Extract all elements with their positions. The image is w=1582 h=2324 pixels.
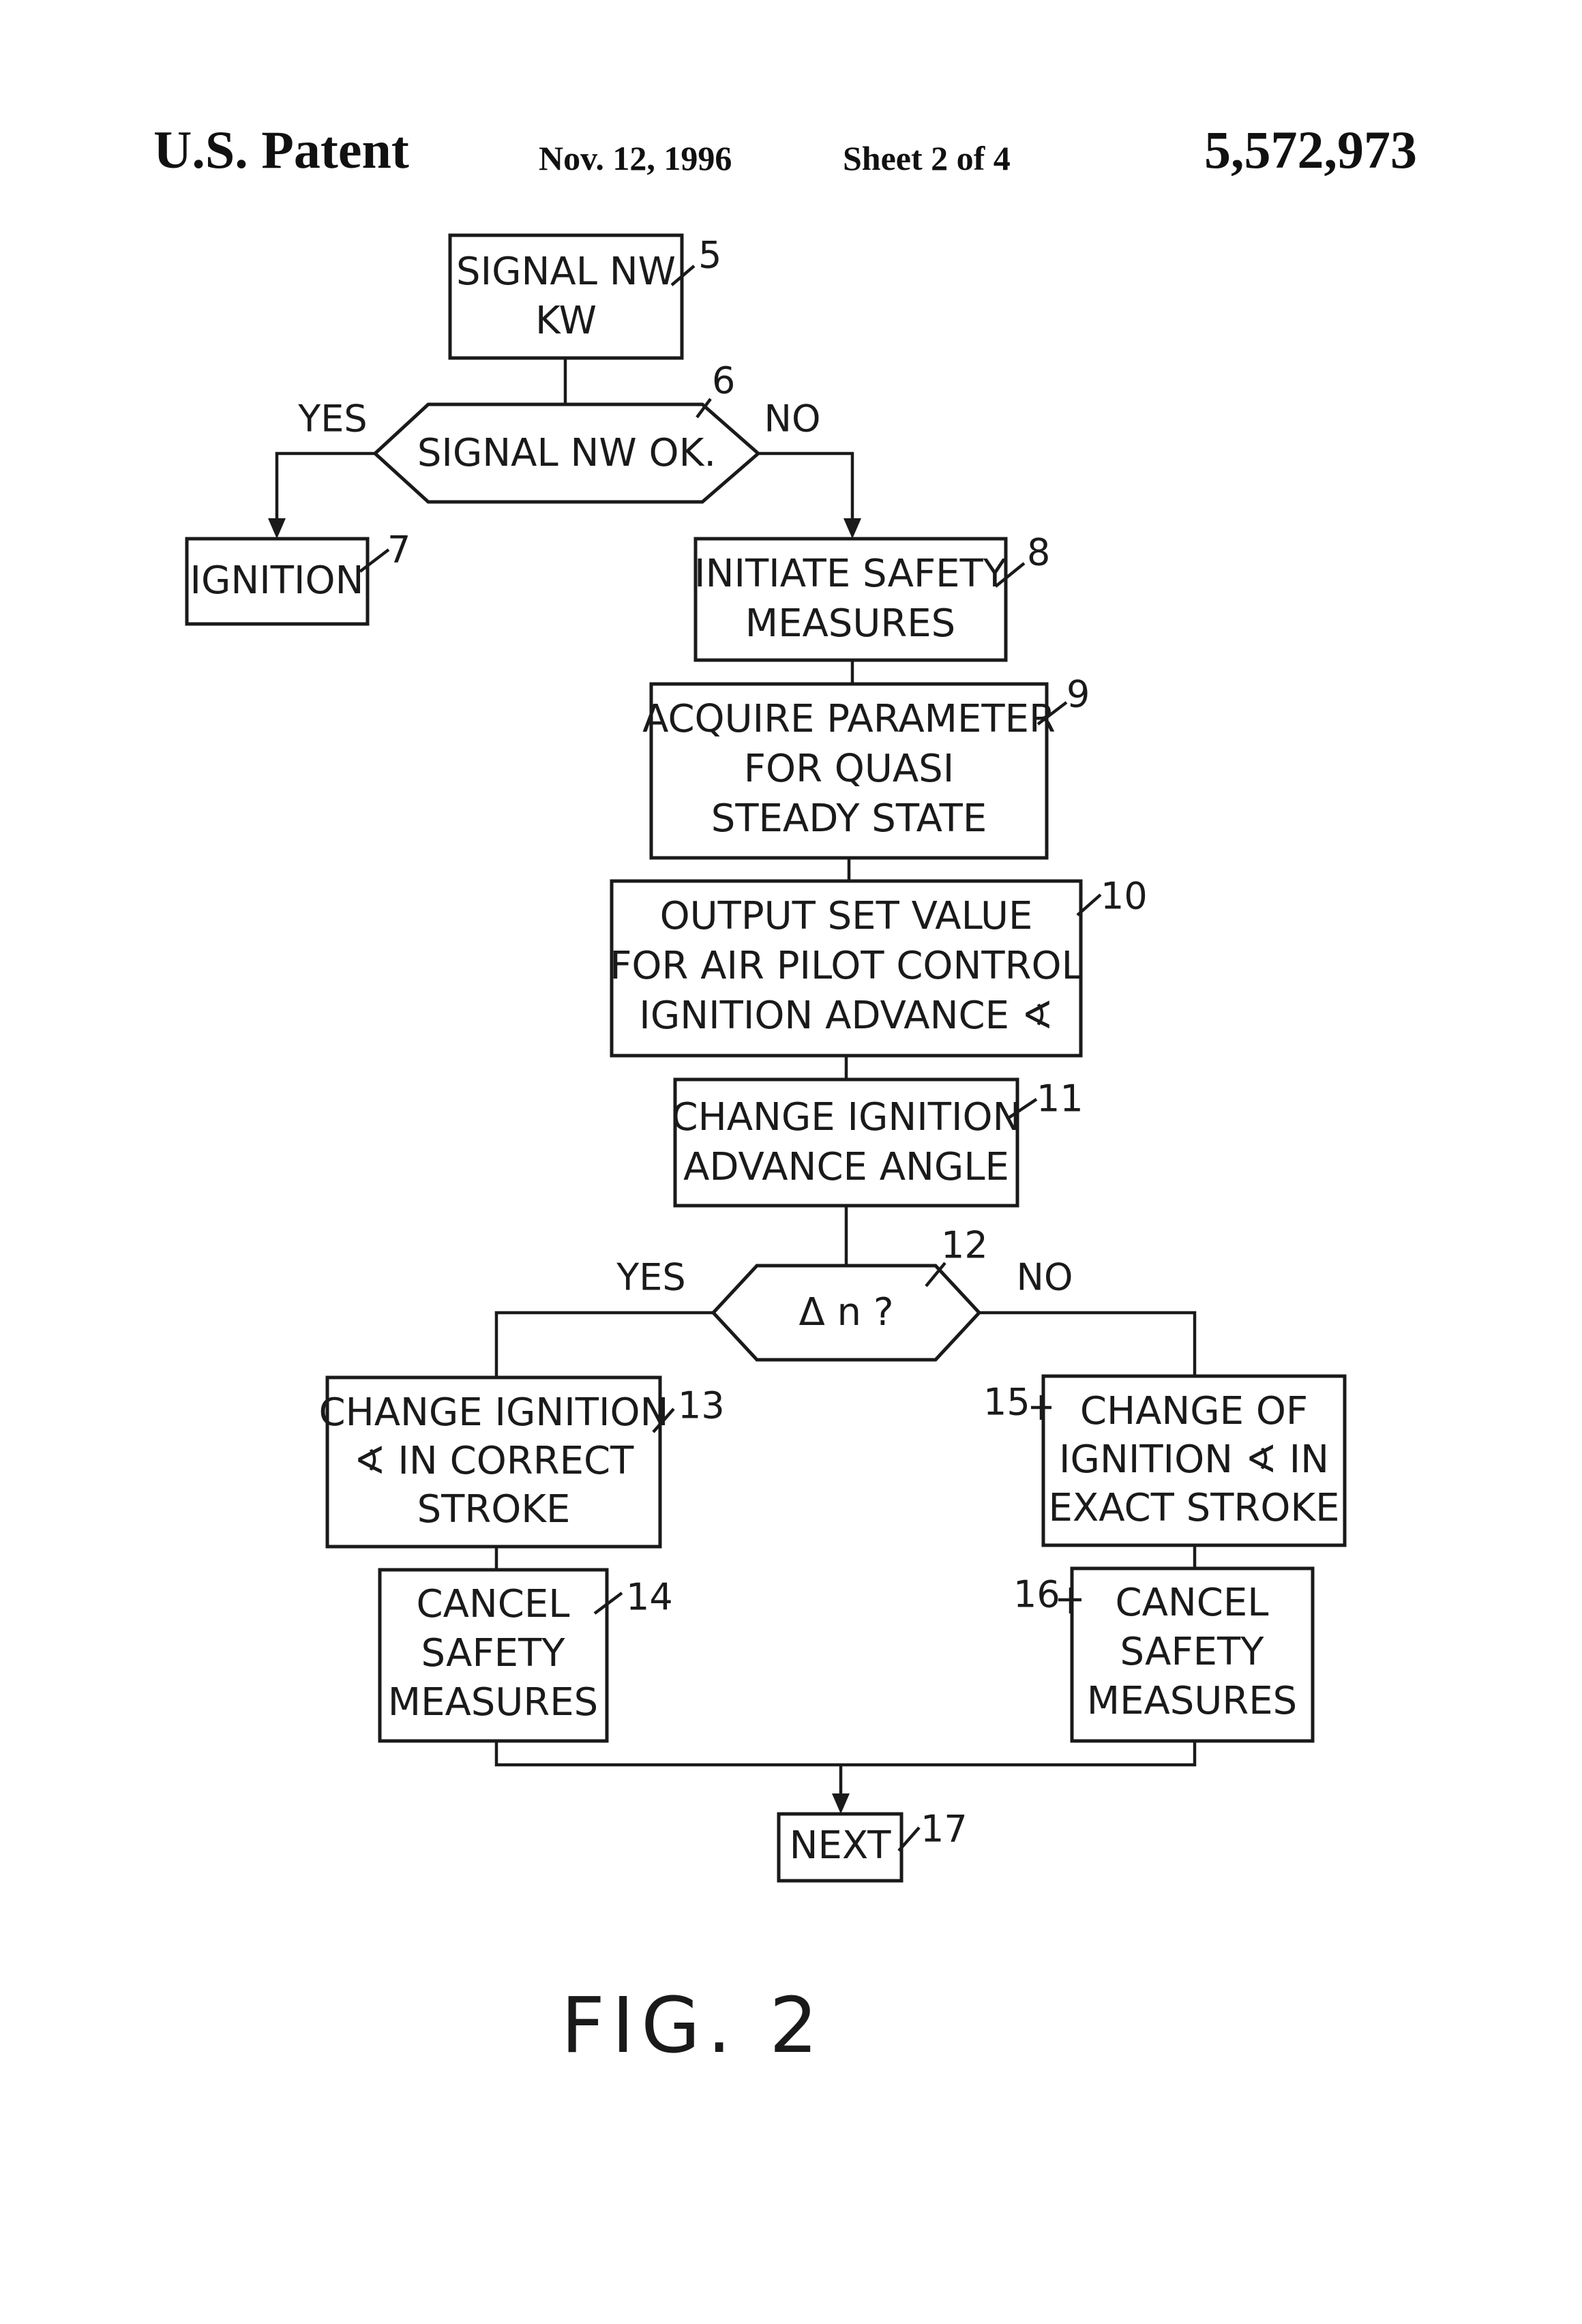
box-9-line-2: FOR QUASI	[744, 747, 954, 791]
box-5-signal-nw-kw: SIGNAL NW KW 5	[450, 234, 721, 358]
box-10-line-2: FOR AIR PILOT CONTROL	[610, 944, 1083, 988]
ref-14: 14	[626, 1576, 673, 1619]
box-14-line-2: SAFETY	[421, 1631, 566, 1675]
box-8-line-2: MEASURES	[745, 601, 955, 646]
decision-12-label: Δ n ?	[799, 1290, 893, 1335]
box-8-line-1: INITIATE SAFETY	[694, 552, 1007, 596]
box-13-line-1: CHANGE IGNITION	[319, 1390, 669, 1435]
ref-6: 6	[712, 359, 735, 402]
box-13-line-3: STROKE	[417, 1487, 571, 1532]
box-5-line-2: KW	[535, 299, 597, 343]
ref-15: 15	[983, 1381, 1030, 1424]
ref-8: 8	[1027, 531, 1050, 574]
box-7-ignition: IGNITION 7	[187, 528, 411, 624]
connector-6-7	[277, 453, 375, 520]
box-16-cancel-safety-measures: CANCEL SAFETY MEASURES 16	[1013, 1568, 1313, 1741]
arrow-6-7	[268, 518, 286, 539]
decision-12-no-label: NO	[1017, 1256, 1073, 1299]
box-10-line-1: OUTPUT SET VALUE	[660, 894, 1033, 938]
box-10-output-set-value: OUTPUT SET VALUE FOR AIR PILOT CONTROL I…	[610, 875, 1148, 1056]
box-16-line-3: MEASURES	[1087, 1679, 1297, 1723]
box-15-line-2: IGNITION ∢ IN	[1059, 1437, 1329, 1482]
box-14-line-1: CANCEL	[417, 1582, 570, 1626]
connector-merge	[496, 1741, 1195, 1765]
ref-11: 11	[1036, 1077, 1084, 1120]
box-14-line-3: MEASURES	[388, 1680, 598, 1725]
ref-10: 10	[1101, 875, 1148, 918]
box-11-line-1: CHANGE IGNITION	[672, 1095, 1021, 1139]
connector-6-8	[758, 453, 852, 520]
box-13-line-2: ∢ IN CORRECT	[354, 1439, 634, 1483]
box-15-line-3: EXACT STROKE	[1048, 1486, 1339, 1530]
box-14-cancel-safety-measures: CANCEL SAFETY MEASURES 14	[380, 1570, 673, 1741]
box-16-line-2: SAFETY	[1120, 1630, 1265, 1674]
decision-6-label: SIGNAL NW OK.	[417, 431, 716, 475]
ref-13: 13	[678, 1384, 725, 1427]
decision-12-delta-n: Δ n ? 12 YES NO	[616, 1224, 1073, 1360]
decision-6-signal-nw-ok: SIGNAL NW OK. 6 YES NO	[297, 359, 820, 502]
box-9-line-3: STEADY STATE	[711, 796, 987, 841]
box-15-line-1: CHANGE OF	[1080, 1389, 1308, 1433]
decision-12-yes-label: YES	[616, 1256, 685, 1299]
arrow-6-8	[844, 518, 861, 539]
box-17-line-1: NEXT	[790, 1823, 892, 1868]
ref-16: 16	[1013, 1573, 1060, 1616]
ref-12: 12	[941, 1224, 988, 1267]
box-5-line-1: SIGNAL NW	[456, 250, 676, 294]
ref-9: 9	[1066, 673, 1090, 716]
box-9-acquire-parameter: ACQUIRE PARAMETER FOR QUASI STEADY STATE…	[642, 673, 1090, 858]
box-15-change-of-ignition-exact-stroke: CHANGE OF IGNITION ∢ IN EXACT STROKE 15	[983, 1376, 1345, 1545]
ref-5: 5	[698, 234, 721, 277]
box-9-line-1: ACQUIRE PARAMETER	[642, 697, 1056, 741]
decision-6-yes-label: YES	[297, 398, 367, 441]
box-16-line-1: CANCEL	[1116, 1581, 1269, 1625]
box-17-next: NEXT 17	[779, 1808, 968, 1881]
box-10-line-3: IGNITION ADVANCE ∢	[639, 994, 1053, 1038]
connector-12-13	[496, 1313, 713, 1377]
ref-7: 7	[387, 528, 411, 571]
box-8-initiate-safety-measures: INITIATE SAFETY MEASURES 8	[694, 531, 1050, 660]
figure-label: FIG. 2	[561, 1982, 825, 2070]
arrow-merge-17	[832, 1793, 850, 1814]
box-13-change-ignition-correct-stroke: CHANGE IGNITION ∢ IN CORRECT STROKE 13	[319, 1377, 725, 1547]
box-7-line-1: IGNITION	[190, 558, 363, 603]
box-11-change-ignition-advance-angle: CHANGE IGNITION ADVANCE ANGLE 11	[672, 1077, 1084, 1206]
ref-17: 17	[921, 1808, 968, 1851]
connector-12-15	[979, 1313, 1195, 1376]
box-11-line-2: ADVANCE ANGLE	[683, 1145, 1009, 1189]
decision-6-no-label: NO	[764, 398, 821, 441]
